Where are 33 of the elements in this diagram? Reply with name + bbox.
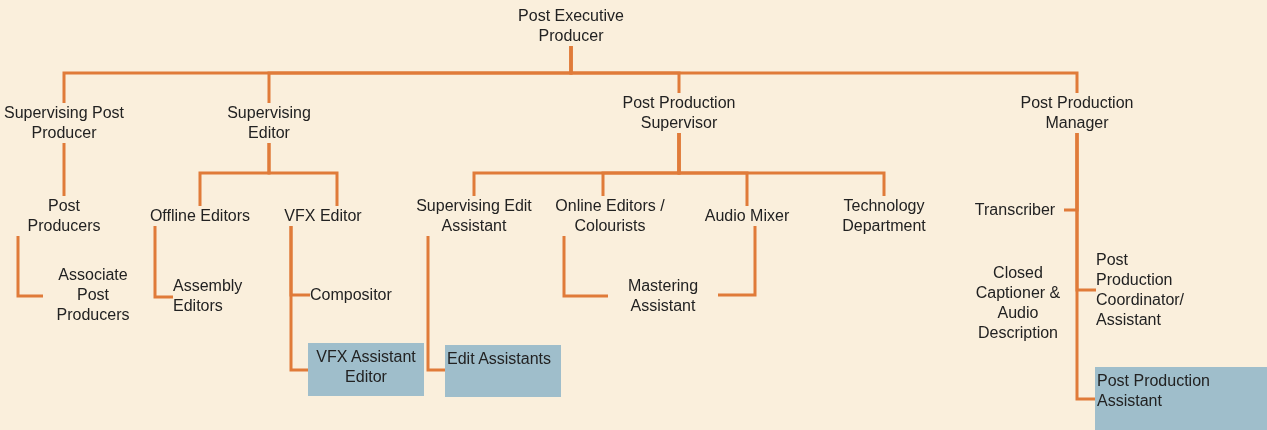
role-label: Supervising Editor (214, 103, 324, 143)
role-label: VFX Editor (273, 206, 373, 226)
role-label: Offline Editors (135, 206, 265, 226)
role-label: Post Executive Producer (516, 6, 626, 46)
role-box: Post Production Assistant (1095, 367, 1267, 430)
role-label: Supervising Post Producer (0, 103, 128, 143)
role-label: Audio Mixer (692, 206, 802, 226)
role-label: Technology Department (819, 196, 949, 236)
role-label: Supervising Edit Assistant (409, 196, 539, 236)
connector-line (1075, 133, 1095, 401)
role-label: Post Producers (14, 196, 114, 236)
role-label: Online Editors / Colourists (545, 196, 675, 236)
connector-line (677, 133, 886, 196)
role-label: Post Production Supervisor (614, 93, 744, 133)
role-label: Mastering Assistant (608, 276, 718, 316)
connector-line (62, 143, 66, 196)
connector-line (289, 226, 308, 372)
role-label: Compositor (310, 285, 410, 305)
role-label: Associate Post Producers (43, 265, 143, 325)
connector-line (267, 143, 339, 206)
role-label: Post Production Coordinator/ Assistant (1096, 250, 1196, 330)
role-box: Edit Assistants (445, 345, 561, 397)
connector-line (16, 236, 43, 298)
connector-line (718, 226, 757, 297)
connector-line (426, 236, 445, 372)
role-label: Assembly Editors (173, 276, 263, 316)
role-label: Post Production Manager (1012, 93, 1142, 133)
role-label: Transcriber (966, 200, 1064, 220)
role-box: VFX Assistant Editor (308, 343, 424, 396)
connector-line (153, 226, 173, 299)
connector-line (562, 236, 608, 298)
role-label: Closed Captioner & Audio Description (974, 263, 1062, 343)
connector-line (569, 46, 1079, 93)
